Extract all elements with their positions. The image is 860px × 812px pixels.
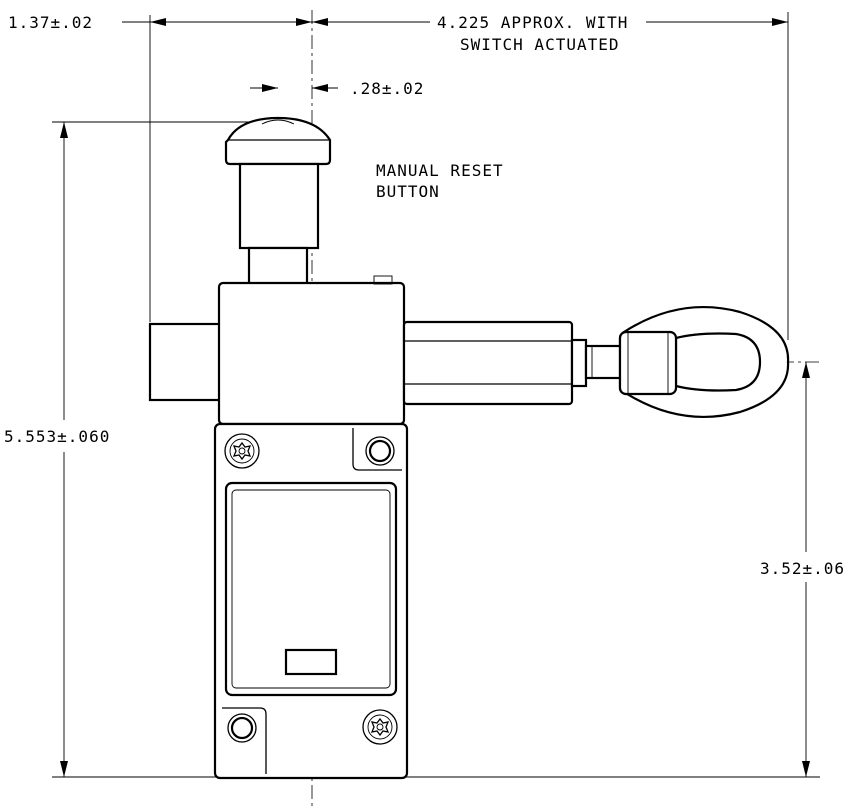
switch-body [213, 422, 409, 780]
switch-head [148, 275, 406, 426]
top-right-hole-icon [365, 436, 395, 466]
pull-ring-eye [618, 306, 790, 418]
bottom-left-hole-icon [227, 713, 257, 743]
dimension-button-offset: .28±.02 [250, 79, 424, 98]
dimension-overall-height: 5.553±.060 [4, 121, 820, 778]
manual-reset-button [224, 116, 332, 286]
reset-button-label-line1: MANUAL RESET [376, 161, 504, 180]
overall-height-label: 5.553±.060 [4, 427, 110, 446]
left-offset-label: 1.37±.02 [8, 13, 93, 32]
bottom-right-screw-icon [362, 709, 398, 745]
top-left-screw-icon [224, 433, 260, 469]
button-offset-label: .28±.02 [350, 79, 424, 98]
dimension-overall-width: 4.225 APPROX. WITH SWITCH ACTUATED [312, 12, 789, 340]
dimension-eye-height: 3.52±.06 [760, 362, 845, 777]
dimension-left-offset: 1.37±.02 [8, 13, 312, 322]
overall-width-label: 4.225 APPROX. WITH [437, 13, 628, 32]
eye-height-label: 3.52±.06 [760, 559, 845, 578]
reset-button-label-line2: BUTTON [376, 182, 440, 201]
overall-width-label-line2: SWITCH ACTUATED [460, 35, 620, 54]
